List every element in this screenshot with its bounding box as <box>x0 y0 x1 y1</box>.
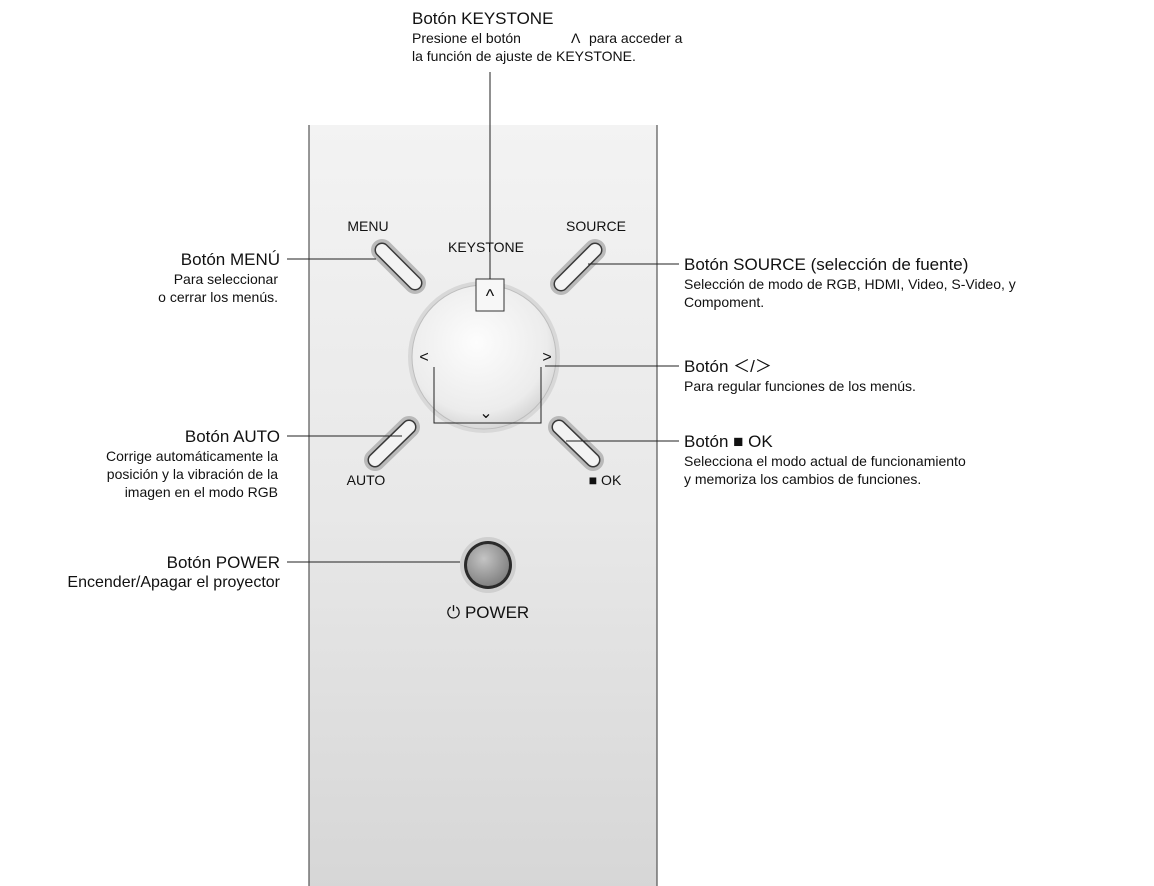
keystone-callout-line2: la función de ajuste de KEYSTONE. <box>412 48 636 64</box>
keystone-callout-line1b: para acceder a <box>589 30 683 46</box>
keystone-button[interactable]: ^ <box>475 278 505 312</box>
ok-button[interactable] <box>548 416 604 471</box>
ok-callout-line1: Selecciona el modo actual de funcionamie… <box>684 453 966 469</box>
menu-callout-line1: Para seleccionar <box>174 271 279 287</box>
source-callout-line2: Compoment. <box>684 294 764 310</box>
auto-callout-line3: imagen en el modo RGB <box>125 484 278 500</box>
ok-callout-line2: y memoriza los cambios de funciones. <box>684 471 921 487</box>
auto-label: AUTO <box>347 472 386 488</box>
ok-callout-title: Botón ■ OK <box>684 432 773 451</box>
auto-button[interactable] <box>364 416 420 471</box>
keystone-callout-icon: Λ <box>571 30 581 46</box>
down-arrow-icon[interactable]: ⌄ <box>479 405 492 422</box>
auto-callout-line2: posición y la vibración de la <box>107 466 278 482</box>
power-button[interactable] <box>460 537 516 593</box>
power-label: ⏻ POWER <box>447 603 529 622</box>
ok-label: ■ OK <box>589 472 622 488</box>
arrow-bracket <box>433 367 542 424</box>
menu-callout-title: Botón MENÚ <box>181 250 280 269</box>
keystone-label: KEYSTONE <box>448 239 524 255</box>
menu-label: MENU <box>347 218 388 234</box>
keystone-callout-line1a: Presione el botón <box>412 30 521 46</box>
navigation-dial[interactable] <box>408 281 560 433</box>
left-arrow-icon[interactable]: < <box>419 349 428 366</box>
source-callout-title: Botón SOURCE (selección de fuente) <box>684 255 968 274</box>
menu-button[interactable] <box>371 239 426 294</box>
source-callout-line1: Selección de modo de RGB, HDMI, Video, S… <box>684 276 1016 292</box>
keystone-callout-title: Botón KEYSTONE <box>412 9 553 28</box>
arrows-callout-title: Botón ＜/＞ <box>684 357 772 376</box>
auto-callout-line1: Corrige automáticamente la <box>106 448 278 464</box>
right-arrow-icon[interactable]: > <box>542 349 551 366</box>
power-callout-title: Botón POWER <box>167 553 280 572</box>
source-button[interactable] <box>550 239 606 295</box>
arrows-callout-line1: Para regular funciones de los menús. <box>684 378 916 394</box>
menu-callout-line2: o cerrar los menús. <box>158 289 278 305</box>
auto-callout-title: Botón AUTO <box>185 427 280 446</box>
keystone-up-icon: ^ <box>486 286 495 306</box>
power-callout-line1: Encender/Apagar el proyector <box>67 574 280 591</box>
source-label: SOURCE <box>566 218 626 234</box>
